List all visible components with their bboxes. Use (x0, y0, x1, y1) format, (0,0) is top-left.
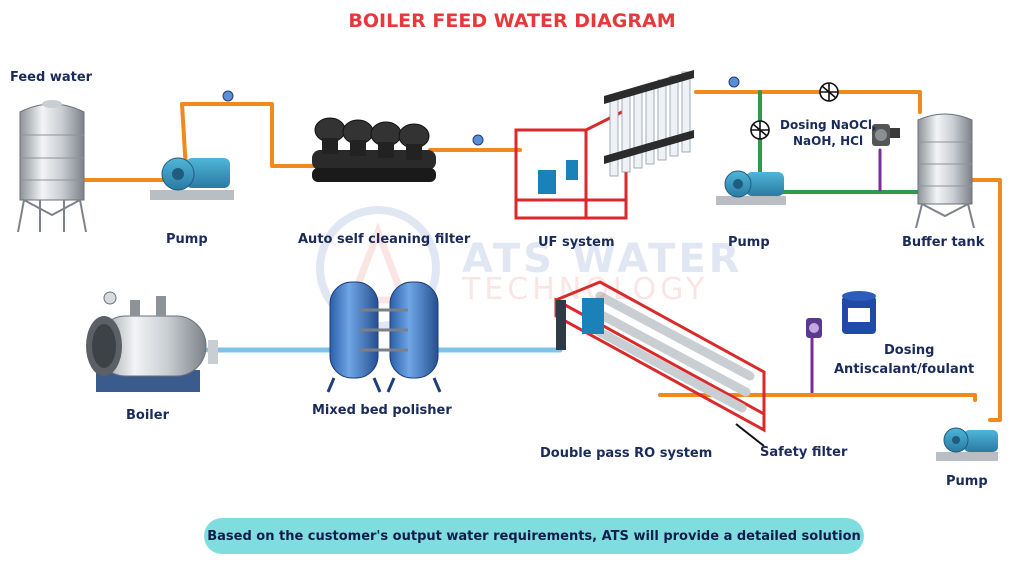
solution-banner-text: Based on the customer's output water req… (207, 528, 861, 544)
label-mixed-bed: Mixed bed polisher (312, 403, 452, 418)
auto-filter (312, 117, 436, 182)
valve-icon (819, 82, 839, 102)
pump-1 (150, 157, 234, 200)
label-ro-system: Double pass RO system (540, 446, 713, 461)
buffer-tank (915, 113, 975, 229)
label-auto-filter: Auto self cleaning filter (298, 232, 471, 247)
valves (750, 82, 839, 140)
pipe-uf-to-buffer (694, 90, 922, 114)
pump-2 (716, 170, 786, 205)
label-dosing-uf-line-1: Dosing NaOCl, (780, 118, 877, 132)
label-feed-water: Feed water (10, 70, 93, 85)
gauge-icon (222, 90, 234, 102)
ro-system (554, 280, 766, 433)
pressure-gauges (222, 76, 740, 146)
label-safety-filter: Safety filter (760, 445, 848, 460)
label-uf-system: UF system (538, 235, 615, 250)
solution-banner: Based on the customer's output water req… (204, 518, 864, 554)
pipe-network (80, 90, 1002, 422)
label-boiler: Boiler (126, 408, 169, 423)
dosing-pump-ro (806, 318, 822, 338)
label-pump-3: Pump (946, 474, 988, 489)
feed-water-tank (17, 100, 87, 233)
uf-system (514, 70, 694, 220)
safety-filter-pointer (735, 423, 765, 447)
watermark-line-1: ATS WATER (462, 236, 743, 282)
valve-icon (750, 120, 770, 140)
label-pump-2: Pump (728, 235, 770, 250)
gauge-icon (728, 76, 740, 88)
label-dosing-uf-line-2: NaOH, HCl (793, 134, 864, 148)
mixed-bed-polisher (326, 281, 442, 393)
label-dosing-ro-line-2: Antiscalant/foulant (834, 362, 975, 377)
label-pump-1: Pump (166, 232, 208, 247)
label-dosing-ro-line-1: Dosing (884, 343, 935, 358)
gauge-icon (472, 134, 484, 146)
pump-3 (936, 427, 998, 461)
chemical-drum (842, 291, 876, 334)
pipe-buffer-to-pump (968, 178, 1002, 422)
boiler (86, 291, 218, 392)
label-buffer-tank: Buffer tank (902, 235, 985, 250)
pipe-pump-to-filter (180, 102, 320, 172)
watermark-line-2: TECHNOLOGY (462, 272, 709, 307)
diagram-title: BOILER FEED WATER DIAGRAM (348, 10, 676, 32)
dosing-pump-uf (872, 124, 900, 146)
